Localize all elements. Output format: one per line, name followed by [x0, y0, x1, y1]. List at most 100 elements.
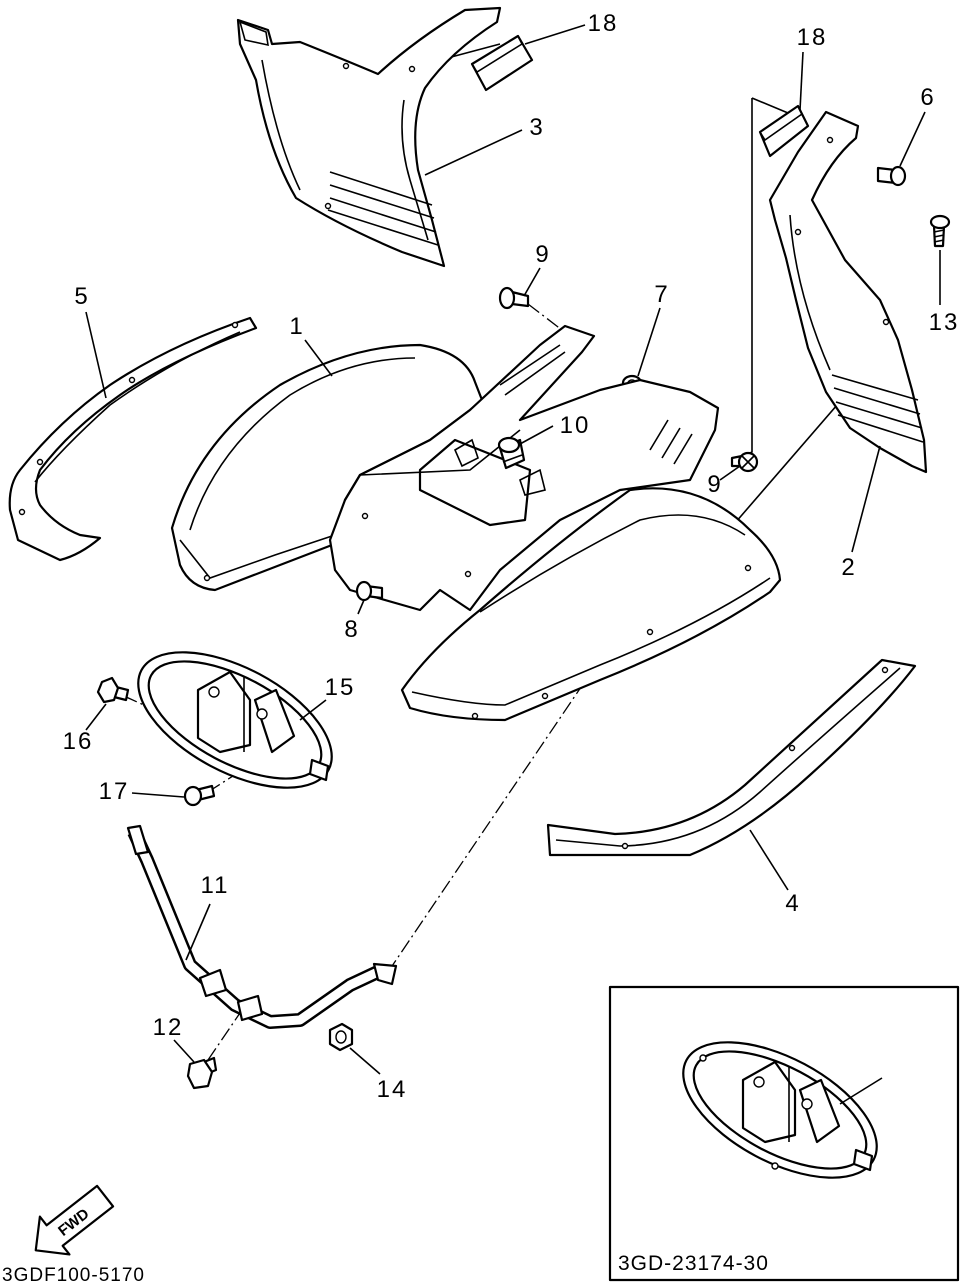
headlight-stay-end-tab: [372, 962, 398, 986]
guide-bracket-to-fender: [387, 599, 641, 973]
leader-4: [749, 829, 789, 891]
mud-strip-right-hole: [881, 666, 889, 674]
inset-part-number: 3GD-23174-30: [618, 1252, 769, 1275]
front-fender-hole: [203, 574, 211, 582]
front-fender-center-opening: [418, 438, 532, 527]
leader-10: [519, 425, 554, 445]
bolt-16: [96, 676, 130, 704]
mud-strip-left-edge: [34, 331, 241, 483]
leader-7: [637, 307, 661, 377]
callout-1: 1: [289, 313, 304, 340]
headlight-rim: [137, 651, 333, 789]
side-panel-left-hole: [342, 62, 350, 70]
front-fender-hole: [464, 570, 472, 578]
callout-14: 14: [377, 1076, 408, 1103]
side-panel-left-hole: [408, 65, 416, 73]
front-fender: [170, 324, 782, 722]
bolt-6-head: [889, 165, 907, 187]
screw-9-lower-cross: [741, 455, 755, 469]
side-panel-right-body: [768, 110, 928, 474]
headlight-rim-inset-bracket-right: [798, 1078, 841, 1144]
bolt-8: [355, 580, 384, 602]
bolt-13-thread: [933, 229, 945, 243]
headlight-rim-inset: [682, 1041, 878, 1179]
bolt-12: [186, 1056, 218, 1090]
mud-strip-right-edge: [555, 667, 901, 847]
front-fender-left-wing: [170, 343, 484, 592]
side-panel-left-tab: [238, 20, 269, 47]
mud-strip-right-hole: [621, 842, 629, 850]
side-panel-right-hole: [794, 228, 802, 236]
pad-right-edge: [759, 113, 803, 142]
front-fender-hole: [541, 692, 549, 700]
nut-14: [328, 1022, 354, 1052]
side-panel-right-hole: [882, 318, 890, 326]
forward-arrow-shape: [34, 1184, 115, 1256]
pad-top-edge: [471, 35, 524, 74]
front-fender-hole: [471, 712, 479, 720]
front-fender-right-crease: [479, 514, 746, 613]
headlight-stay-top-tab: [126, 824, 150, 856]
screw-17: [183, 784, 216, 807]
leader-6: [899, 111, 926, 167]
callout-12: 12: [153, 1014, 184, 1041]
callout-3: 3: [529, 114, 544, 141]
leader-16: [85, 703, 107, 731]
leader-9-upper: [523, 267, 541, 297]
side-panel-left-hole: [324, 202, 332, 210]
headlight-stay-clip: [198, 968, 228, 998]
callout-17: 17: [99, 778, 130, 805]
grommet-10-head: [497, 436, 521, 454]
leader-5: [85, 311, 107, 399]
leader-lines: [85, 24, 941, 1075]
leader-9-lower: [719, 465, 741, 481]
guide-bolt9-to-fender: [527, 303, 563, 331]
leader-18-top: [524, 24, 586, 45]
leader-15-inset: [839, 1077, 883, 1105]
side-panel-left-body: [236, 6, 502, 268]
guide-bolt12: [207, 1009, 243, 1061]
front-fender-hole: [361, 512, 369, 520]
side-panel-right-hole: [826, 136, 834, 144]
bolt-16-head: [96, 676, 120, 704]
leader-11: [185, 903, 211, 961]
callout-18-right: 18: [797, 24, 828, 51]
headlight-rim-hole: [256, 708, 268, 720]
front-fender-bracket-slots: [499, 344, 693, 465]
side-panel-left-stripes: [327, 171, 439, 246]
side-panel-left-inner-edge: [401, 99, 429, 241]
guide-bolt16: [123, 695, 147, 707]
forward-arrow: FWD: [34, 1184, 115, 1256]
callout-10: 10: [560, 412, 591, 439]
headlight-stay-clip: [236, 994, 264, 1022]
leader-17: [131, 792, 185, 798]
screw-9-upper: [498, 286, 530, 310]
pad-top: [470, 34, 534, 92]
leader-15: [299, 699, 327, 721]
grommet-10: [497, 436, 526, 470]
callout-13: 13: [929, 309, 960, 336]
front-fender-right-wing: [400, 487, 782, 722]
headlight-rim-bracket-right: [253, 688, 296, 754]
callout-15: 15: [325, 674, 356, 701]
figure-code: 3GDF100-5170: [2, 1265, 145, 1285]
mud-strip-left-hole: [18, 508, 26, 516]
mud-strip-left-hole: [128, 376, 136, 384]
callout-6: 6: [920, 84, 935, 111]
callout-8: 8: [344, 616, 359, 643]
side-panel-right: [768, 110, 928, 474]
headlight-rim-inset-tab: [852, 1148, 874, 1172]
screw-9-lower: [730, 451, 759, 473]
side-panel-right-stripes: [831, 374, 924, 443]
callout-4: 4: [785, 890, 800, 917]
bolt-6: [876, 165, 907, 187]
nut-14-hole: [335, 1030, 347, 1044]
front-fender-hole: [646, 628, 654, 636]
screw-9-upper-head: [498, 286, 516, 310]
callout-16: 16: [63, 728, 94, 755]
mud-strip-left-hole: [36, 458, 44, 466]
bolt-12-head: [186, 1058, 214, 1090]
callout-11: 11: [201, 872, 230, 899]
headlight-rim-inset-hole: [801, 1098, 813, 1110]
leader-12: [173, 1039, 195, 1063]
